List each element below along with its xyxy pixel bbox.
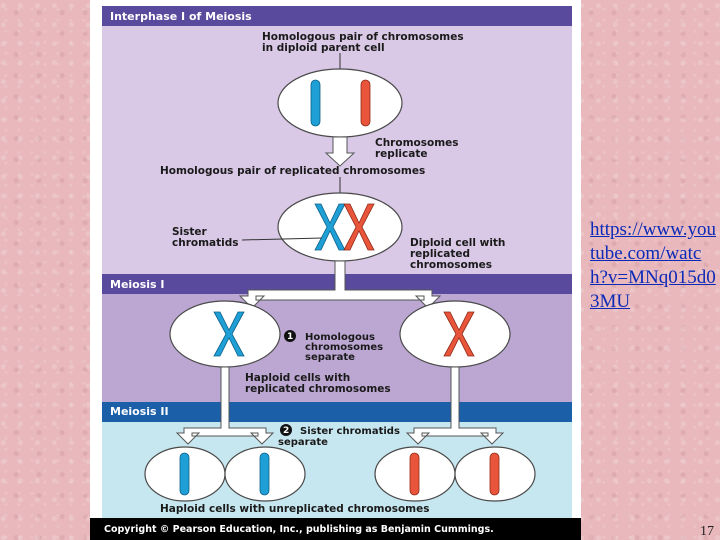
haploid-chromosome-4 [489, 452, 500, 496]
label-diploid-line3: chromosomes [410, 259, 492, 271]
meiosis1-chromosome-blue [213, 311, 245, 357]
label-step1-line2: chromosomes [305, 342, 383, 353]
label-step1-line1: Homologous [305, 332, 375, 343]
meiosis1-cell-left [169, 300, 281, 368]
step1-number: 1 [287, 332, 293, 342]
arrow-replicate [324, 136, 356, 167]
label-step2-line2: separate [278, 437, 328, 448]
youtube-link[interactable]: https://www.youtube.com/watch?v=MNq015d0… [590, 219, 716, 312]
haploid-chromosome-2 [259, 452, 270, 496]
label-sister-line2: chromatids [172, 237, 239, 249]
arrow-meiosis2-split-right [405, 366, 505, 445]
label-homologous-replicated: Homologous pair of replicated chromosome… [160, 165, 425, 177]
step2-number: 2 [283, 426, 289, 436]
diploid-replicated-cell [277, 192, 403, 262]
meiosis1-cell-right [399, 300, 511, 368]
haploid-chromosome-3 [409, 452, 420, 496]
label-haploid-replicated-line2: replicated chromosomes [245, 383, 391, 395]
label-haploid-unreplicated: Haploid cells with unreplicated chromoso… [160, 503, 429, 515]
chromosome-red [360, 79, 371, 127]
haploid-chromosome-1 [179, 452, 190, 496]
step1-number-badge [284, 330, 296, 342]
label-diploid-line2: replicated [410, 248, 470, 260]
meiosis1-chromosome-red [443, 311, 475, 357]
page-number: 17 [700, 524, 714, 539]
arrow-meiosis2-split-left [175, 366, 275, 445]
copyright-text: Copyright © Pearson Education, Inc., pub… [104, 524, 494, 535]
label-sister-line1: Sister [172, 226, 208, 238]
step2-number-badge [280, 424, 292, 436]
section-title-meiosis2: Meiosis II [110, 405, 169, 418]
label-diploid-line1: Diploid cell with [410, 237, 505, 249]
label-replicate-line1: Chromosomes [375, 137, 459, 149]
label-step2-line1: Sister chromatids [300, 426, 400, 437]
meiosis-diagram: Interphase I of Meiosis Meiosis I Meiosi… [90, 0, 581, 540]
section-title-meiosis1: Meiosis I [110, 278, 165, 291]
label-homologous-pair-line2: in diploid parent cell [262, 42, 385, 54]
section-title-interphase: Interphase I of Meiosis [110, 10, 252, 23]
chromosome-blue [310, 79, 321, 127]
replicated-chromosome-red [343, 203, 375, 251]
label-haploid-replicated-line1: Haploid cells with [245, 372, 350, 384]
label-replicate-line2: replicate [375, 148, 427, 160]
label-homologous-pair-line1: Homologous pair of chromosomes [262, 31, 464, 43]
parent-cell [277, 68, 403, 138]
copyright-bar [90, 518, 581, 540]
arrow-meiosis1-split [238, 260, 442, 309]
label-step1-line3: separate [305, 352, 355, 363]
